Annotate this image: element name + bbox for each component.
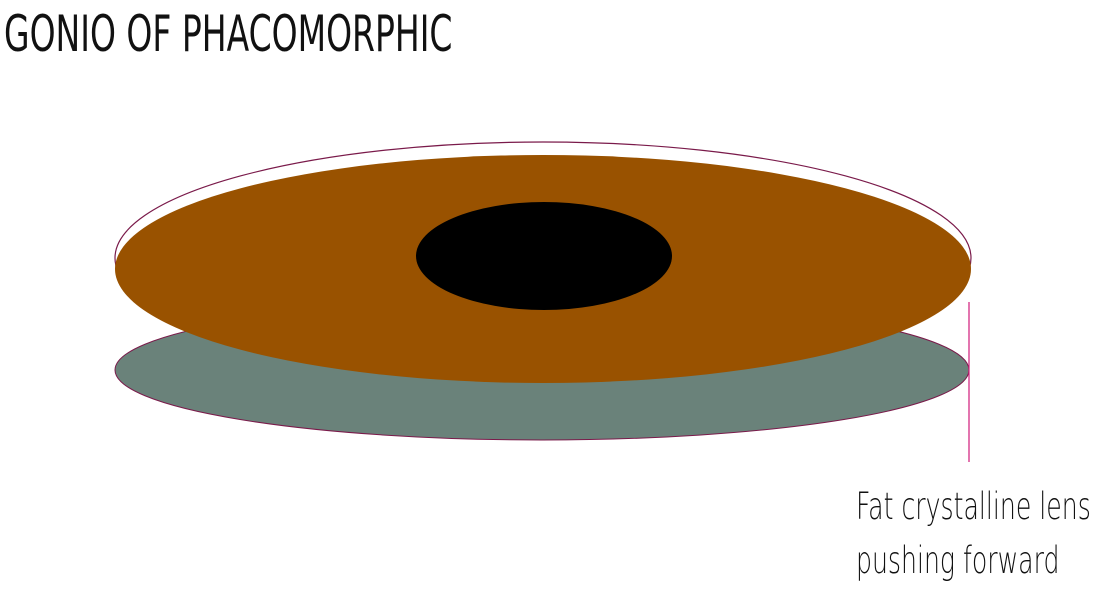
pupil bbox=[416, 202, 672, 310]
slide-title: GONIO OF PHACOMORPHIC bbox=[4, 5, 453, 63]
callout-line-1: Fat crystalline lens bbox=[856, 485, 1091, 528]
lens-callout: Fat crystalline lens pushing forward bbox=[856, 480, 1091, 588]
callout-line-2: pushing forward bbox=[856, 539, 1060, 582]
